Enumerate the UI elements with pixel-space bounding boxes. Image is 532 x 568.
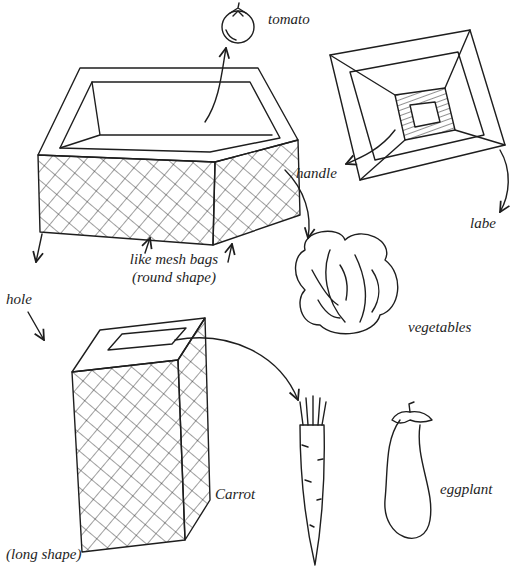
lettuce-drawing [296,231,398,333]
handwritten-label: labe [470,214,520,232]
handwritten-label: (long shape) [6,545,116,563]
carrot-drawing [300,396,326,565]
handwritten-label: hole [6,290,51,308]
handwritten-label: vegetables [408,318,503,336]
handwritten-label: like mesh bags (round shape) [118,250,230,286]
handwritten-label: handle [296,164,356,182]
handle-frame [330,30,505,180]
leader-arrows [28,48,508,400]
handwritten-label: Carrot [215,485,275,503]
long-mesh-basket [72,318,210,552]
handwritten-label: tomato [268,10,330,28]
tomato-drawing [222,3,254,43]
handwritten-label: eggplant [440,480,520,498]
round-mesh-basket [38,68,300,245]
eggplant-drawing [385,402,432,538]
